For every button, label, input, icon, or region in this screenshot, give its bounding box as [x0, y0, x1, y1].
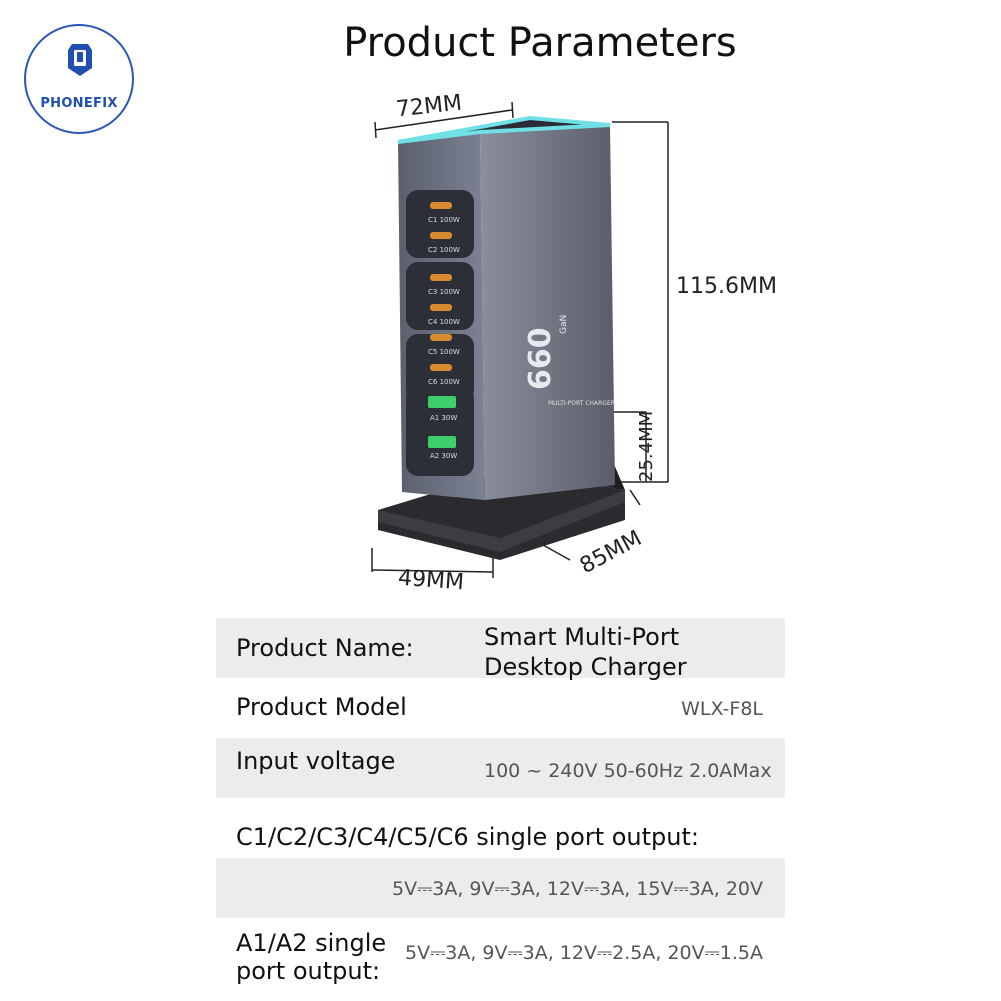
spec-row-input: Input voltage 100 ~ 240V 50-60Hz 2.0AMax: [216, 738, 785, 798]
spec-row-c-output-value: 5V⎓3A, 9V⎓3A, 12V⎓3A, 15V⎓3A, 20V: [216, 858, 785, 918]
gan-badge: GaN: [559, 315, 569, 334]
port-label-c1: C1 100W: [428, 216, 460, 224]
charger-illustration: 660 GaN: [378, 115, 625, 560]
spec-value: 100 ~ 240V 50-60Hz 2.0AMax: [484, 760, 772, 782]
spec-value: Desktop Charger: [484, 653, 687, 681]
spec-row-model: Product Model WLX-F8L: [216, 678, 785, 738]
port-label-c4: C4 100W: [428, 318, 460, 326]
brand-name: PHONEFIX: [40, 96, 118, 111]
spec-value: 5V⎓3A, 9V⎓3A, 12V⎓3A, 15V⎓3A, 20V: [391, 878, 763, 900]
spec-label: A1/A2 single: [236, 929, 387, 957]
port-label-c2: C2 100W: [428, 246, 460, 254]
spec-row-c-output: C1/C2/C3/C4/C5/C6 single port output:: [216, 798, 785, 858]
spec-value: 5V⎓3A, 9V⎓3A, 12V⎓2.5A, 20V⎓1.5A: [404, 942, 763, 964]
spec-label: C1/C2/C3/C4/C5/C6 single port output:: [236, 823, 699, 851]
port-label-c3: C3 100W: [428, 288, 460, 296]
spec-value: Smart Multi-Port: [484, 623, 680, 651]
spec-label: port output:: [236, 957, 381, 985]
port-label-c5: C5 100W: [428, 348, 460, 356]
port-label-c6: C6 100W: [428, 378, 460, 386]
spec-label: Input voltage: [236, 747, 396, 775]
model-badge: 660: [523, 327, 558, 390]
port-label-a1: A1 30W: [430, 414, 458, 422]
spec-row-name: Product Name: Smart Multi-Port Desktop C…: [216, 618, 785, 681]
spec-label: Product Name:: [236, 634, 414, 662]
device-subtitle: MULTI-PORT CHARGER: [548, 400, 615, 407]
port-label-a2: A2 30W: [430, 452, 458, 460]
spec-label: Product Model: [236, 693, 407, 721]
spec-row-a-output: A1/A2 single port output: 5V⎓3A, 9V⎓3A, …: [216, 918, 785, 988]
dim-height: 115.6MM: [676, 274, 777, 299]
page-title: Product Parameters: [343, 20, 737, 66]
phonefix-logo-icon: [68, 44, 92, 76]
spec-value: WLX-F8L: [681, 698, 763, 720]
brand-logo: PHONEFIX: [24, 24, 134, 134]
